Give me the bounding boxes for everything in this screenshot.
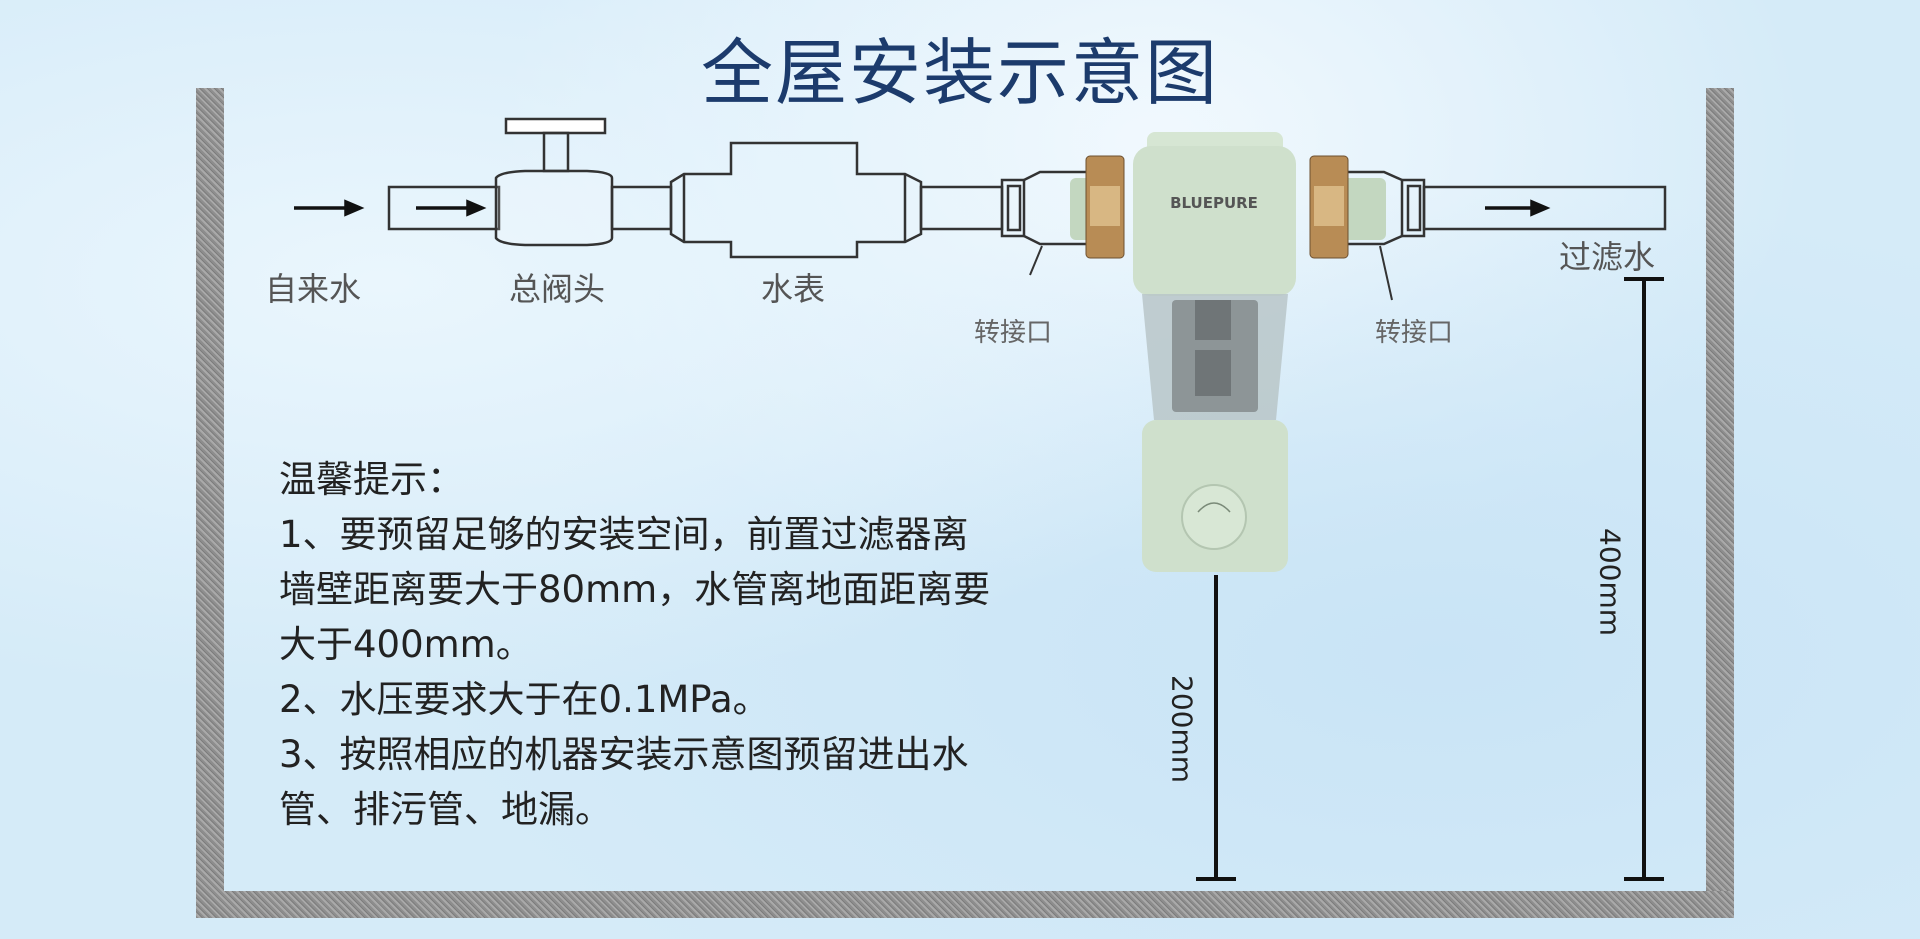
tip-line: 2、水压要求大于在0.1MPa。 [279,678,770,721]
label-main-valve: 总阀头 [508,270,606,308]
page-title: 全屋安装示意图 [700,31,1219,115]
tips-block: 温馨提示： 1、要预留足够的安装空间，前置过滤器离 墙壁距离要大于80mm，水管… [279,452,990,837]
tip-line: 管、排污管、地漏。 [279,788,612,831]
tip-line: 3、按照相应的机器安装示意图预留进出水 [279,733,969,776]
label-filtered-water: 过滤水 [1558,238,1656,276]
water-meter [669,141,923,259]
inlet-pipe [387,185,501,231]
tip-line: 1、要预留足够的安装空间，前置过滤器离 [279,513,969,556]
left-adapter [1000,170,1090,276]
outlet-pipe [1422,185,1667,231]
left-wall [196,88,224,918]
label-water-meter: 水表 [760,270,826,308]
floor [196,891,1734,918]
arrow-icon [416,199,487,217]
arrow-icon [294,199,365,217]
label-adapter-right: 转接口 [1374,318,1454,348]
arrow-icon [1485,199,1551,217]
dimension-label-200: 200mm [1165,675,1199,783]
tips-heading: 温馨提示： [279,458,464,501]
right-adapter [1340,170,1426,301]
drain-knob [1181,484,1247,550]
label-tap-water: 自来水 [264,270,362,308]
tip-line: 墙壁距离要大于80mm，水管离地面距离要 [279,568,991,611]
main-valve [494,117,614,247]
dimension-label-400: 400mm [1593,528,1627,636]
tip-line: 大于400mm。 [279,623,533,666]
right-wall [1706,88,1734,918]
filter-unit [1070,132,1386,572]
label-adapter-left: 转接口 [973,318,1053,348]
brand-logo: BLUEPURE [1170,194,1258,212]
